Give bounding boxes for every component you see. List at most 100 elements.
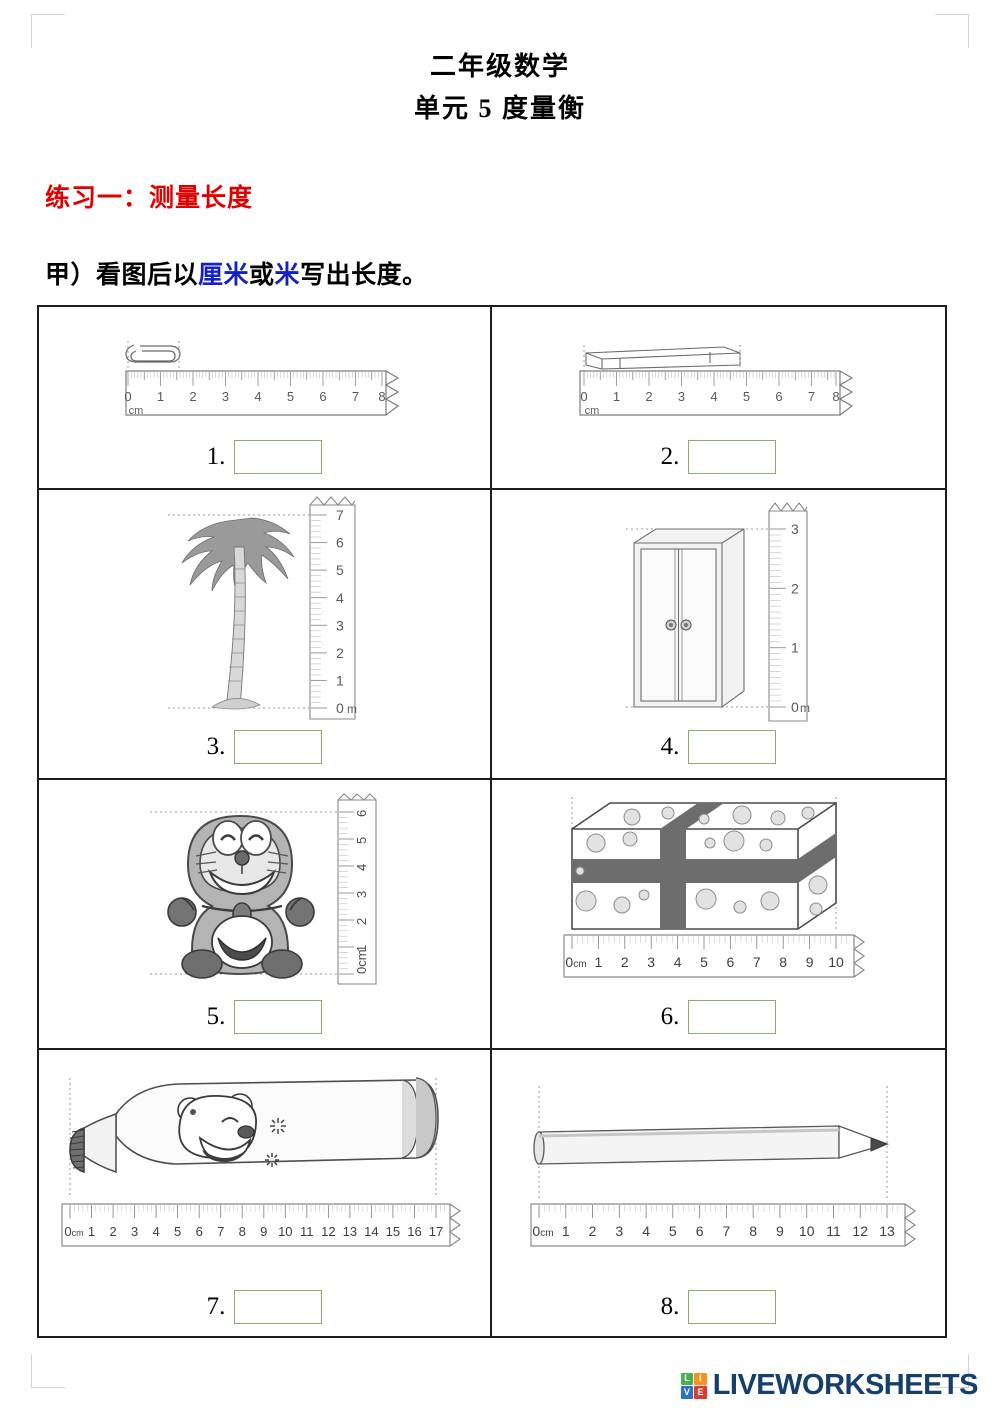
svg-text:0cm: 0cm bbox=[64, 1224, 83, 1239]
svg-text:4: 4 bbox=[642, 1223, 650, 1239]
ruler-vertical-3m: 01 23 m bbox=[767, 502, 810, 722]
logo-tile-l: L bbox=[680, 1372, 694, 1385]
sparkle-icon bbox=[264, 1117, 286, 1167]
svg-text:1: 1 bbox=[612, 389, 619, 404]
svg-text:1: 1 bbox=[336, 673, 344, 689]
svg-text:5: 5 bbox=[354, 837, 369, 844]
svg-text:1: 1 bbox=[791, 640, 799, 656]
svg-text:8: 8 bbox=[749, 1223, 757, 1239]
svg-text:1: 1 bbox=[156, 389, 163, 404]
liveworksheets-wordmark: LIVEWORKSHEETS bbox=[712, 1369, 979, 1401]
pencil-icon bbox=[532, 1125, 889, 1165]
svg-text:5: 5 bbox=[668, 1223, 676, 1239]
svg-text:6: 6 bbox=[336, 535, 344, 551]
svg-text:9: 9 bbox=[776, 1223, 784, 1239]
answer-input-2[interactable] bbox=[688, 440, 777, 474]
svg-text:4: 4 bbox=[710, 389, 717, 404]
dimension-lines bbox=[149, 811, 338, 975]
svg-text:6: 6 bbox=[775, 389, 782, 404]
svg-text:12: 12 bbox=[852, 1223, 868, 1239]
svg-text:6: 6 bbox=[354, 810, 369, 817]
answer-input-1[interactable] bbox=[234, 440, 323, 474]
instruction-middle: 或 bbox=[249, 262, 275, 289]
liveworksheets-logo[interactable]: L I V E LIVEWORKSHEETS bbox=[680, 1369, 979, 1402]
title-line-1: 二年级数学 bbox=[429, 52, 570, 81]
svg-text:11: 11 bbox=[826, 1223, 841, 1239]
question-number-7: 7. bbox=[206, 1293, 226, 1320]
instruction-prefix: 甲）看图后以 bbox=[45, 262, 199, 289]
answer-input-4[interactable] bbox=[688, 730, 777, 764]
ruler-vertical-7m: 012 345 67 m bbox=[308, 496, 357, 720]
svg-text:7: 7 bbox=[722, 1223, 730, 1239]
eraser-icon bbox=[584, 345, 741, 370]
svg-text:3: 3 bbox=[615, 1223, 623, 1239]
answer-row-1: 1. bbox=[207, 440, 323, 488]
svg-text:4: 4 bbox=[152, 1224, 159, 1239]
answer-input-3[interactable] bbox=[234, 730, 323, 764]
svg-text:m: m bbox=[347, 702, 357, 716]
answer-row-8: 8. bbox=[661, 1290, 777, 1338]
svg-text:1: 1 bbox=[561, 1223, 569, 1239]
crop-mark-top-left bbox=[31, 14, 65, 48]
liveworksheets-tiles-icon: L I V E bbox=[680, 1372, 707, 1399]
answer-input-7[interactable] bbox=[234, 1290, 323, 1324]
svg-text:6: 6 bbox=[319, 389, 326, 404]
svg-text:0: 0 bbox=[580, 389, 587, 404]
svg-text:3: 3 bbox=[336, 617, 344, 633]
svg-text:2: 2 bbox=[791, 580, 799, 596]
svg-text:13: 13 bbox=[879, 1223, 895, 1239]
logo-tile-e: E bbox=[694, 1386, 707, 1399]
svg-text:0: 0 bbox=[791, 699, 799, 715]
svg-text:16: 16 bbox=[407, 1224, 421, 1239]
crop-mark-top-right bbox=[935, 14, 969, 48]
instruction-unit-m: 米 bbox=[274, 262, 301, 289]
bear-face-icon bbox=[176, 1092, 257, 1162]
svg-text:2: 2 bbox=[620, 954, 628, 970]
answer-input-5[interactable] bbox=[234, 1000, 323, 1034]
svg-text:0: 0 bbox=[336, 700, 344, 716]
svg-text:3: 3 bbox=[354, 891, 369, 898]
svg-text:2: 2 bbox=[645, 389, 652, 404]
svg-text:9: 9 bbox=[260, 1224, 267, 1239]
svg-text:8: 8 bbox=[378, 389, 385, 404]
figure-doraemon-ruler: 0cm 1 2 3 4 5 6 bbox=[39, 780, 490, 1002]
question-number-6: 6. bbox=[660, 1003, 680, 1030]
svg-text:7: 7 bbox=[752, 954, 760, 970]
svg-text:5: 5 bbox=[336, 562, 344, 578]
logo-tile-i: I bbox=[694, 1372, 707, 1385]
svg-text:5: 5 bbox=[700, 954, 708, 970]
answer-row-6: 6. bbox=[661, 1000, 777, 1048]
title-line-2: 单元 5 度量衡 bbox=[413, 94, 586, 123]
answer-input-8[interactable] bbox=[688, 1290, 777, 1324]
svg-text:4: 4 bbox=[354, 864, 369, 871]
answer-row-3: 3. bbox=[207, 730, 323, 778]
crop-mark-bottom-left bbox=[31, 1354, 65, 1388]
question-number-1: 1. bbox=[206, 443, 226, 470]
question-number-2: 2. bbox=[660, 443, 680, 470]
svg-text:13: 13 bbox=[342, 1224, 356, 1239]
answer-input-6[interactable] bbox=[688, 1000, 777, 1034]
svg-text:5: 5 bbox=[173, 1224, 180, 1239]
svg-text:6: 6 bbox=[695, 1223, 703, 1239]
question-cell-5: 0cm 1 2 3 4 5 6 5. bbox=[39, 780, 492, 1050]
exercise-title: 练习一：测量长度 bbox=[45, 185, 254, 212]
doraemon-icon bbox=[166, 814, 315, 979]
answer-row-2: 2. bbox=[661, 440, 777, 488]
gift-box-icon bbox=[570, 802, 837, 930]
svg-text:9: 9 bbox=[805, 954, 813, 970]
svg-text:4: 4 bbox=[673, 954, 681, 970]
svg-text:17: 17 bbox=[428, 1224, 442, 1239]
palm-tree-icon bbox=[181, 517, 294, 710]
question-number-4: 4. bbox=[660, 733, 680, 760]
